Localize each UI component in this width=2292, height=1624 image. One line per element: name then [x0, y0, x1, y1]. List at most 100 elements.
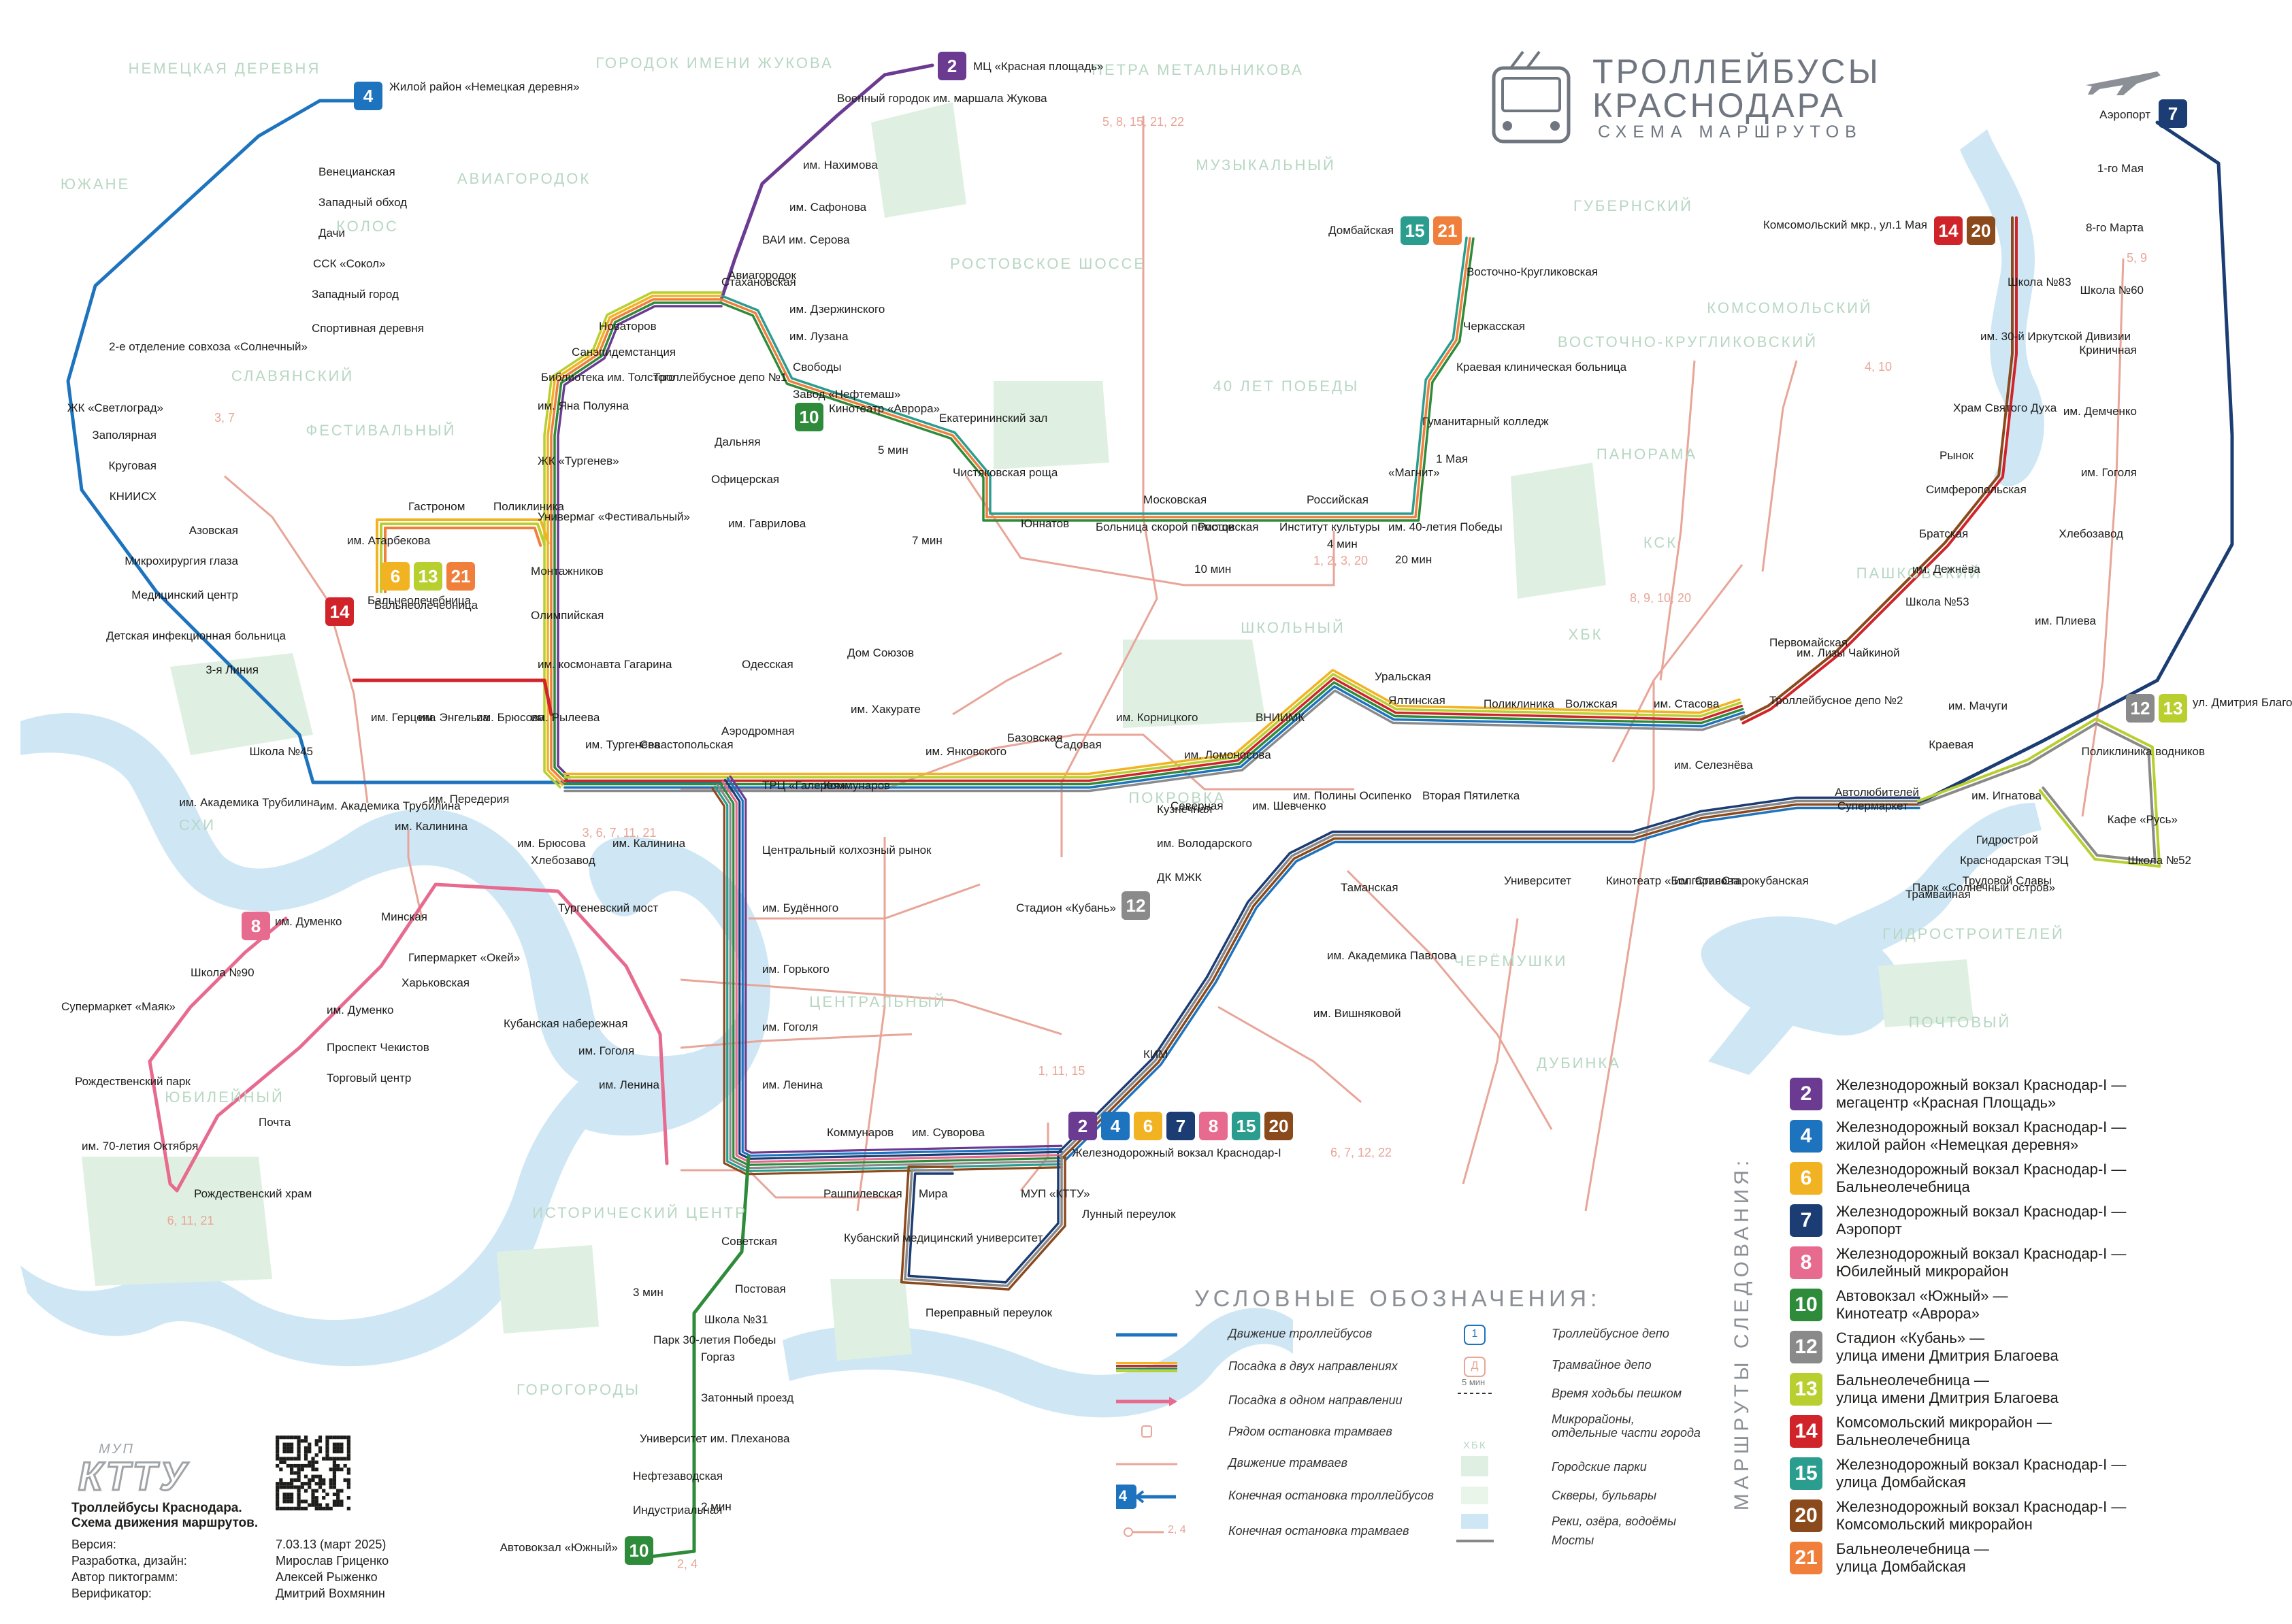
map-label: Больница скорой помощи — [1096, 520, 1234, 533]
terminal-badge: 7 — [2159, 99, 2187, 128]
map-label: им. Гаврилова — [728, 517, 806, 530]
park-gorodskoy-sad — [830, 1279, 912, 1361]
map-label: ГОРОДОК ИМЕНИ ЖУКОВА — [595, 54, 833, 71]
trolley-route-line — [563, 669, 1741, 776]
terminal-label: им. Думенко — [275, 915, 342, 928]
trolley-route-line — [1064, 806, 1920, 1162]
terminal-badge: 8 — [1199, 1112, 1228, 1140]
trolleybus-lines — [66, 63, 2234, 1560]
trolley-route-line — [1059, 799, 1920, 1157]
map-label: Переправный переулок — [926, 1306, 1053, 1319]
map-label: 8, 9, 10, 20 — [1630, 591, 1691, 605]
map-label: Поликлиника — [1484, 697, 1554, 710]
legend-panel: УСЛОВНЫЕ ОБОЗНАЧЕНИЯ: Движение троллейбу… — [1116, 1286, 1701, 1558]
map-label: им. Герцена — [371, 711, 436, 724]
map-label: ГОРОГОРОДЫ — [517, 1381, 640, 1398]
trolley-route-line — [719, 782, 1063, 1166]
tram-line — [965, 476, 1335, 586]
terminal-badge: 8 — [242, 912, 270, 940]
header-subtitle: СХЕМА МАРШРУТОВ — [1598, 122, 1863, 142]
map-label: 7 мин — [912, 534, 943, 547]
map-label: Троллейбусное депо №2 — [1769, 694, 1903, 707]
map-label: Краснодарская ТЭЦ — [1960, 854, 2069, 867]
map-label: Олимпийская — [531, 609, 604, 622]
map-label: 2 мин — [701, 1500, 732, 1513]
map-label: им. Лизы Чайкиной — [1797, 646, 1900, 659]
map-label: им. Будённого — [762, 901, 838, 914]
route-description: Комсомольский микрорайон — Бальнеолечебн… — [1836, 1414, 2052, 1448]
map-label: Школа №52 — [2127, 854, 2191, 867]
map-label: ПОКРОВКА — [1128, 789, 1226, 806]
legend-item-two-way: Посадка в двух направлениях — [1228, 1359, 1398, 1373]
route-description: Железнодорожный вокзал Краснодар-I — Ком… — [1836, 1498, 2127, 1533]
map-label: ГИДРОСТРОИТЕЛЕЙ — [1882, 925, 2065, 942]
map-label: Парк 30-летия Победы — [653, 1333, 776, 1346]
map-label: СХИ — [179, 816, 216, 833]
map-label: Авиагородок — [728, 269, 797, 282]
trolley-route-line — [907, 1155, 1060, 1284]
legend-tram-depot-sample: Д — [1471, 1360, 1479, 1372]
map-label: Поликлиника — [493, 500, 564, 513]
legend-tram-terminal-sample: 2, 4 — [1168, 1524, 1186, 1536]
map-label: «Магнит» — [1388, 466, 1440, 479]
legend-item-squares: Скверы, бульвары — [1552, 1489, 1657, 1502]
map-label: КОЛОС — [336, 218, 399, 235]
map-label: КИМ — [1143, 1048, 1168, 1061]
map-label: Медицинский центр — [131, 589, 238, 601]
qr-code[interactable] — [276, 1436, 350, 1510]
terminal-label: Стадион «Кубань» — [1016, 901, 1116, 914]
terminal-badge: 20 — [1967, 216, 1995, 245]
trolley-route-line — [1056, 796, 1920, 1155]
map-label: Школа №83 — [2008, 276, 2072, 288]
map-label: Школа №90 — [191, 966, 255, 979]
legend-depot-sample: 1 — [1471, 1328, 1478, 1340]
map-label: 1 Мая — [1436, 452, 1468, 465]
map-label: МУП «КТТУ» — [1021, 1187, 1090, 1200]
trolley-route-line — [553, 301, 723, 782]
map-label: Рождественский парк — [75, 1075, 191, 1088]
map-label: Военный городок им. маршала Жукова — [837, 92, 1047, 105]
map-label: Садовая — [1055, 738, 1102, 751]
tram-line — [952, 652, 1062, 716]
svg-text:КТТУ: КТТУ — [78, 1455, 189, 1497]
route-badge: 4 — [1790, 1120, 1822, 1153]
map-label: Микрохирургия глаза — [125, 554, 238, 567]
park-300-let — [871, 102, 966, 218]
map-label: им. Мачуги — [1948, 699, 2008, 712]
header-title-line2: КРАСНОДАРА — [1592, 86, 1846, 125]
trolley-route-line — [1917, 120, 2234, 805]
map-label: им. Гоголя — [578, 1044, 634, 1057]
trolley-route-line — [721, 780, 1063, 1163]
terminal-badge: 10 — [795, 403, 823, 431]
tram-line — [1019, 1123, 1049, 1191]
terminal-badge: 4 — [354, 82, 382, 110]
map-label: Хлебозавод — [531, 854, 595, 867]
route-description: Бальнеолечебница — улица имени Дмитрия Б… — [1836, 1372, 2059, 1406]
tram-line — [680, 978, 1062, 1035]
trolley-route-line — [1062, 803, 1920, 1159]
map-label: Школа №60 — [2080, 284, 2144, 297]
map-label: им. Горького — [762, 963, 830, 976]
map-label: им. Лузана — [789, 330, 849, 343]
map-label: ЖК «Тургенев» — [538, 454, 619, 467]
map-label: Российская — [1307, 493, 1369, 506]
map-label: им. Академика Трубилина — [179, 796, 320, 809]
lake-solnechny — [1701, 916, 1900, 1035]
map-label: ПЕТРА МЕТАЛЬНИКОВА — [1092, 61, 1304, 78]
map-label: Краевая клиническая больница — [1456, 361, 1627, 374]
map-label: ГУБЕРНСКИЙ — [1573, 197, 1693, 214]
map-label: Храм Святого Духа — [1953, 401, 2057, 414]
trolley-route-line — [563, 681, 1744, 786]
trolley-route-line — [563, 689, 1746, 793]
map-label: Гипермаркет «Окей» — [408, 951, 520, 964]
trolley-route-line — [380, 523, 546, 593]
map-header: ТРОЛЛЕЙБУСЫ КРАСНОДАРА СХЕМА МАРШРУТОВ — [1484, 48, 1905, 156]
map-label: Азовская — [189, 524, 238, 537]
map-label: ИСТОРИЧЕСКИЙ ЦЕНТР — [532, 1204, 747, 1221]
park-gorodskoy — [1511, 463, 1606, 599]
tram-line — [407, 830, 423, 919]
route-badge: 20 — [1790, 1499, 1822, 1532]
